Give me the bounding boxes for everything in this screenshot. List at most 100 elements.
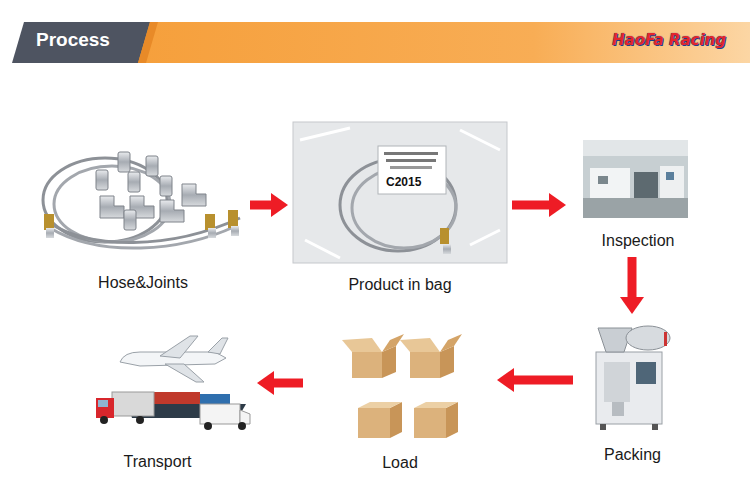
arrow-shaft <box>628 257 637 300</box>
transport-illustration <box>204 422 212 430</box>
transport-illustration <box>208 338 228 354</box>
hose-illustration <box>228 210 238 228</box>
factory-photo <box>660 166 684 198</box>
packing-machine <box>596 352 662 424</box>
header-band <box>12 22 150 63</box>
bag-photo <box>440 228 449 244</box>
factory-photo <box>590 168 630 198</box>
packing-machine <box>604 362 630 402</box>
hose-illustration <box>50 226 236 248</box>
hose-illustration <box>44 214 54 230</box>
transport-illustration <box>96 398 114 418</box>
arrow-head <box>271 193 288 217</box>
factory-photo <box>583 198 688 218</box>
cardboard-boxes <box>400 338 440 352</box>
hose-illustration <box>43 152 240 248</box>
transport-illustration <box>160 336 198 358</box>
cardboard-boxes <box>446 402 458 438</box>
header-band <box>12 22 750 63</box>
factory-photo <box>583 140 688 156</box>
cardboard-boxes <box>352 352 382 378</box>
step-caption: Packing <box>604 445 661 465</box>
transport-illustration <box>112 392 154 416</box>
hose-illustration <box>54 166 170 242</box>
section-title: Process <box>36 28 110 52</box>
factory-photo <box>634 172 658 198</box>
hose-illustration <box>118 152 130 172</box>
flow-arrow <box>250 193 288 217</box>
arrow-shaft <box>250 201 274 210</box>
arrow-shaft <box>511 376 573 385</box>
hose-illustration <box>208 228 216 238</box>
part-code: C2015 <box>384 175 423 189</box>
cardboard-boxes <box>358 402 402 408</box>
bag-photo <box>300 128 500 258</box>
flow-arrow <box>257 371 303 395</box>
bag-photo <box>443 244 451 254</box>
flow-arrow <box>512 193 566 217</box>
transport-illustration <box>238 422 246 430</box>
bag-photo <box>293 122 507 263</box>
cardboard-boxes <box>358 408 390 438</box>
packing-machine <box>626 326 670 350</box>
cardboard-boxes <box>382 334 404 352</box>
transport-illustration <box>100 416 108 424</box>
header-band <box>138 22 158 63</box>
arrow-shaft <box>512 201 552 210</box>
factory-photo <box>583 140 688 218</box>
hose-illustration <box>146 156 158 176</box>
flow-arrow <box>620 257 644 314</box>
hose-illustration <box>160 200 184 222</box>
packing-machine <box>636 362 656 384</box>
process-step: Hose&Joints <box>38 100 248 297</box>
cardboard-boxes <box>414 408 446 438</box>
cardboard-boxes <box>390 402 402 438</box>
hose-illustration <box>96 170 108 190</box>
packing-machine <box>652 424 658 430</box>
bag-photo <box>386 159 436 162</box>
bag-photo <box>384 152 438 155</box>
transport-illustration <box>98 400 108 407</box>
hose-illustration <box>128 172 140 192</box>
transport-illustration <box>240 410 250 424</box>
cardboard-boxes <box>414 402 458 408</box>
step-caption: Transport <box>124 452 192 472</box>
process-step: Product in bag <box>290 118 510 299</box>
arrow-shaft <box>271 379 303 388</box>
packing-machine <box>596 326 670 430</box>
hose-illustration <box>205 214 215 230</box>
packing-machine <box>600 424 606 430</box>
process-step: Packing <box>575 316 690 469</box>
factory-photo <box>666 172 674 180</box>
transport-illustration <box>136 416 144 424</box>
arrow-head <box>549 193 566 217</box>
brand-logo: HaoFa Racing <box>612 30 726 50</box>
transport-illustration <box>150 392 200 404</box>
transport-illustration <box>165 364 204 382</box>
transport-illustration <box>200 404 240 424</box>
cardboard-boxes <box>342 334 462 438</box>
cardboard-boxes <box>440 334 462 352</box>
hose-illustration <box>100 196 124 218</box>
arrow-head <box>257 371 274 395</box>
hose-illustration <box>231 226 239 236</box>
process-step: Load <box>305 335 495 477</box>
cardboard-boxes <box>342 338 382 352</box>
packing-machine <box>612 402 624 416</box>
hose-illustration <box>182 184 206 206</box>
hose-illustration <box>124 210 136 230</box>
factory-photo <box>583 140 688 218</box>
transport-illustration <box>200 394 230 404</box>
step-caption: Product in bag <box>348 275 451 295</box>
hose-illustration <box>160 176 172 196</box>
bag-photo <box>378 146 446 194</box>
step-caption: Load <box>382 453 418 473</box>
bag-photo <box>390 166 432 169</box>
arrow-head <box>620 297 644 314</box>
flow-arrow <box>497 368 573 392</box>
hose-illustration <box>46 228 54 238</box>
process-step: Inspection <box>568 135 708 255</box>
step-caption: Hose&Joints <box>98 273 188 293</box>
step-caption: Inspection <box>602 231 675 251</box>
